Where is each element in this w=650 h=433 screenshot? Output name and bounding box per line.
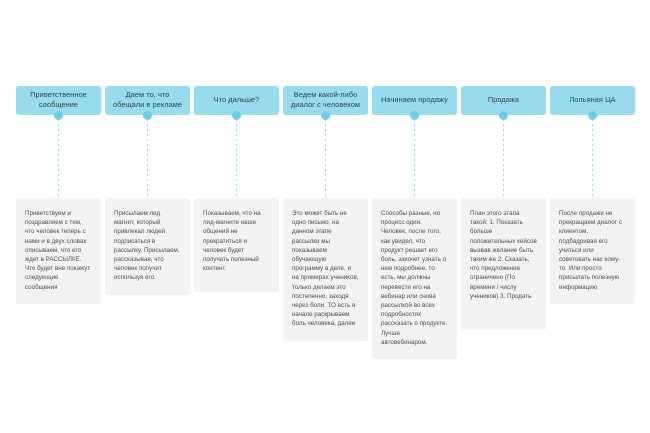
dashed-line-icon [325,119,326,201]
stage-detail-card-7[interactable]: После продажи не прекращаем диалог с кли… [550,198,635,304]
stage-detail-card-5[interactable]: Способы разные, но процесс один. Человек… [372,198,457,360]
stage-header-5[interactable]: Начинаем продажу [372,86,457,115]
stage-detail-card-3[interactable]: Показываем, что на лид-магните наше обще… [194,198,279,292]
dashed-line-icon [592,119,593,201]
stage-column-3: Что дальше? Показываем, что на лид-магни… [194,86,279,292]
dashed-line-icon [414,119,415,201]
stage-header-4[interactable]: Ведем какой-либо диалог с человеком [283,86,368,115]
stage-header-1[interactable]: Приветственное сообщение [16,86,101,115]
dashed-line-icon [503,119,504,201]
stage-detail-card-6[interactable]: План этого этапа такой: 1. Показать боль… [461,198,546,330]
stage-column-6: Продажа План этого этапа такой: 1. Показ… [461,86,546,330]
stage-column-4: Ведем какой-либо диалог с человеком Это … [283,86,368,341]
stage-connector-4 [283,110,368,210]
dashed-line-icon [236,119,237,201]
stage-header-7[interactable]: Лольяная ЦА [550,86,635,115]
stage-connector-2 [105,110,190,210]
stage-connector-7 [550,110,635,210]
stage-connector-5 [372,110,457,210]
stage-column-2: Даем то, что обещали в рекламе Присылаем… [105,86,190,295]
stage-detail-card-4[interactable]: Это может быть не одно письмо, на данном… [283,198,368,341]
stage-connector-6 [461,110,546,210]
dashed-line-icon [58,119,59,201]
stage-header-2[interactable]: Даем то, что обещали в рекламе [105,86,190,115]
stage-column-1: Приветственное сообщение Приветствуем и … [16,86,101,304]
stage-connector-3 [194,110,279,210]
stage-header-3[interactable]: Что дальше? [194,86,279,115]
dashed-line-icon [147,119,148,201]
stage-detail-card-2[interactable]: Присылаем лид магнит, который привлекал … [105,198,190,295]
stage-column-7: Лольяная ЦА После продажи не прекращаем … [550,86,635,304]
stage-detail-card-1[interactable]: Приветствуем и поздравляем с тем, что че… [16,198,101,304]
stage-column-5: Начинаем продажу Способы разные, но проц… [372,86,457,360]
stage-connector-1 [16,110,101,210]
stage-header-6[interactable]: Продажа [461,86,546,115]
